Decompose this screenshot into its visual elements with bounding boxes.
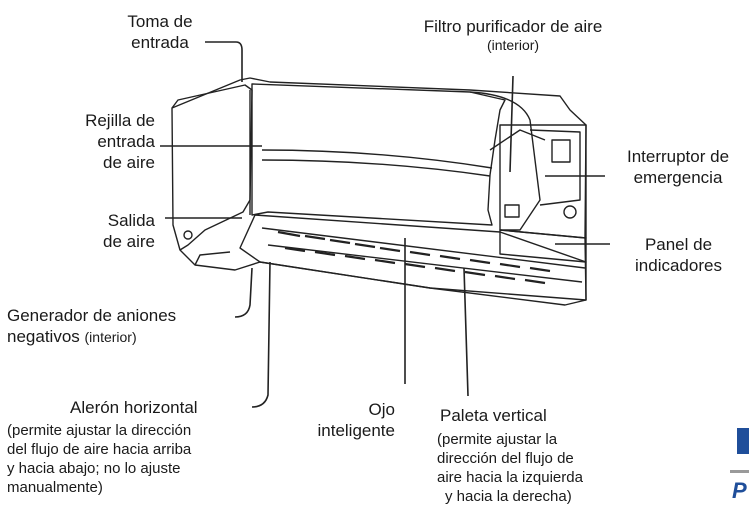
- label-aleron-horizontal: Alerón horizontal: [70, 398, 198, 417]
- leader-toma: [205, 41, 243, 82]
- lid: [469, 91, 541, 231]
- unit-body: [171, 77, 587, 306]
- note-paleta: (permite ajustar la dirección del flujo …: [437, 431, 583, 505]
- label-filtro-purificador: Filtro purificador de aire (interior): [423, 17, 603, 53]
- label-generador-aniones: Generador de aniones negativos (interior…: [7, 306, 177, 346]
- louver-area: [239, 214, 587, 301]
- side-panel: [171, 84, 253, 251]
- right-compartment: [499, 124, 587, 239]
- leader-generador: [234, 267, 253, 318]
- label-paleta-vertical: Paleta vertical: [440, 406, 547, 425]
- front-panel: [251, 83, 506, 226]
- leader-aleron: [251, 261, 271, 408]
- corner-brand-letter: P: [732, 478, 747, 503]
- leader-paleta: [463, 267, 469, 397]
- corner-accent-block: [737, 428, 749, 454]
- note-aleron: (permite ajustar la dirección del flujo …: [7, 422, 192, 496]
- corner-divider: [730, 470, 749, 473]
- leader-filtro: [509, 75, 514, 173]
